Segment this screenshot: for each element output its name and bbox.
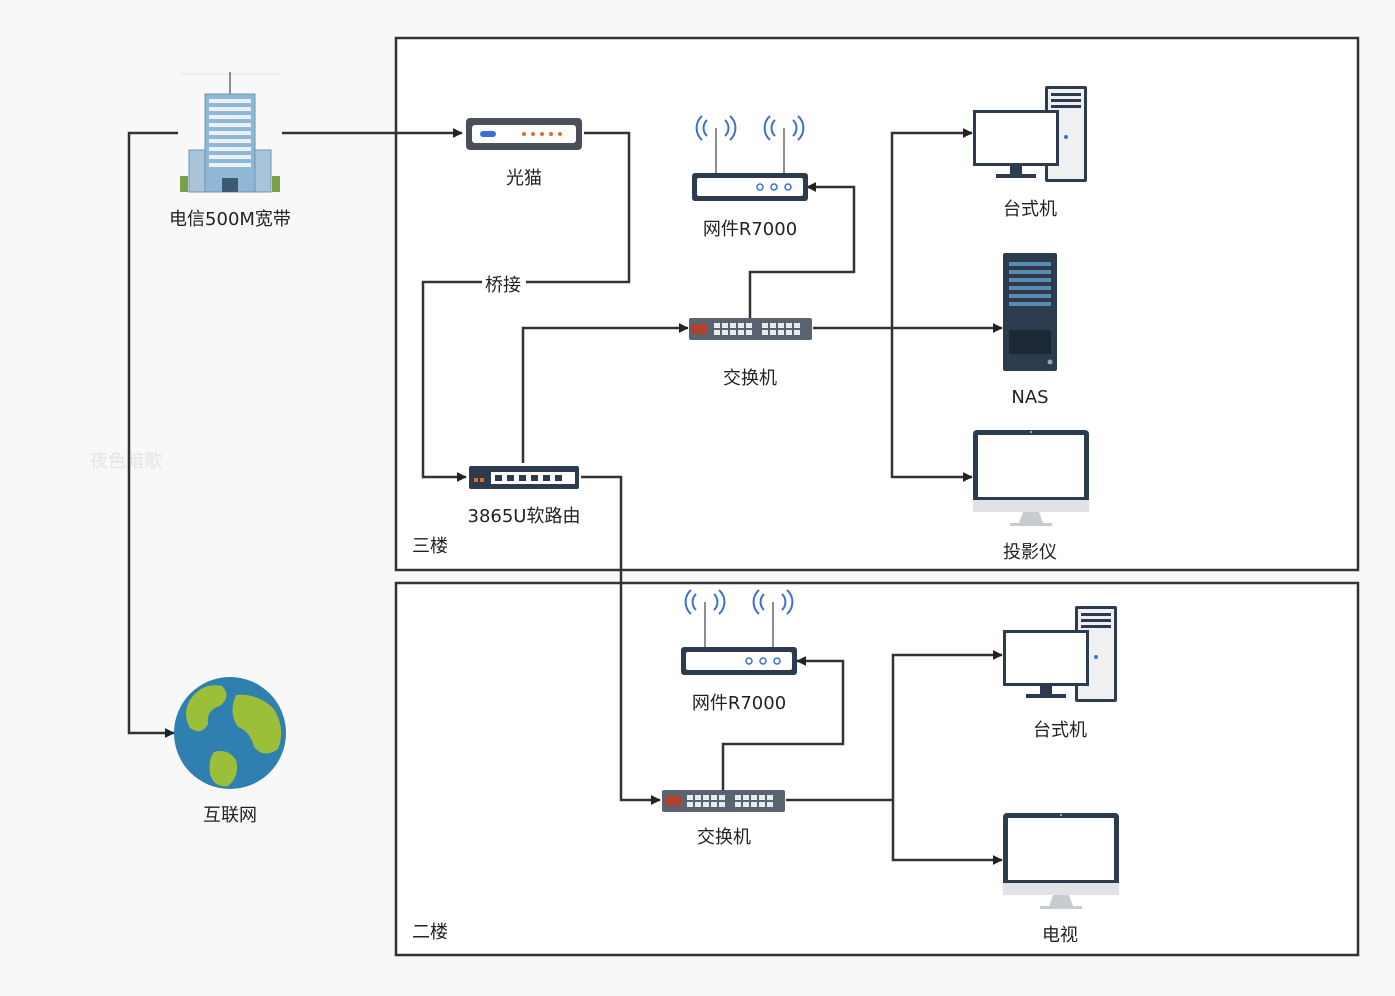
soft-router-icon [469, 466, 579, 489]
desktop-computer-icon [973, 86, 1087, 182]
edge-softrouter-switch2 [581, 475, 661, 805]
edge-label-bridge: 桥接 [485, 275, 521, 296]
edge-label-bg [482, 272, 526, 294]
node-router-f3-label: 网件R7000 [703, 219, 797, 240]
node-switch-f3-label: 交换机 [723, 368, 777, 389]
tv-monitor-icon [1003, 813, 1119, 909]
node-isp-label: 电信500M宽带 [169, 209, 291, 230]
building-icon [180, 72, 280, 193]
edge-switch3-projector [890, 328, 973, 482]
node-soft-router-label: 3865U软路由 [468, 506, 581, 527]
desktop-computer-icon [1003, 606, 1117, 702]
node-projector-label: 投影仪 [1003, 542, 1057, 563]
node-switch-f2-label: 交换机 [697, 827, 751, 848]
edge-switch2-router2 [721, 656, 845, 790]
globe-icon [174, 677, 286, 789]
wifi-router-icon [692, 115, 808, 201]
edge-switch3-desktop3 [890, 128, 973, 328]
edge-isp-internet [127, 131, 178, 738]
node-tv-label: 电视 [1042, 925, 1078, 946]
modem-icon [466, 118, 582, 150]
watermark-text: 夜色暗歌 [90, 451, 162, 472]
zone-floor2-label: 二楼 [412, 922, 448, 943]
wifi-router-icon [681, 589, 797, 675]
switch-icon [662, 790, 785, 812]
projector-monitor-icon [973, 430, 1089, 526]
edge-softrouter-switch3 [521, 323, 689, 463]
node-nas-label: NAS [1011, 387, 1048, 408]
zone-floor3-box [394, 36, 1360, 572]
node-internet-label: 互联网 [203, 805, 257, 826]
node-modem-label: 光猫 [506, 168, 542, 189]
edge-switch2-tv [891, 800, 1003, 865]
edge-switch2-desktop2 [786, 650, 1003, 802]
nas-server-icon [1003, 253, 1057, 371]
zone-floor2-box [394, 581, 1360, 957]
edge-switch3-router3 [748, 182, 856, 318]
node-desktop-f3-label: 台式机 [1003, 199, 1057, 220]
node-router-f2-label: 网件R7000 [692, 693, 786, 714]
node-desktop-f2-label: 台式机 [1033, 720, 1087, 741]
zone-floor3-label: 三楼 [412, 536, 448, 557]
switch-icon [689, 318, 812, 340]
